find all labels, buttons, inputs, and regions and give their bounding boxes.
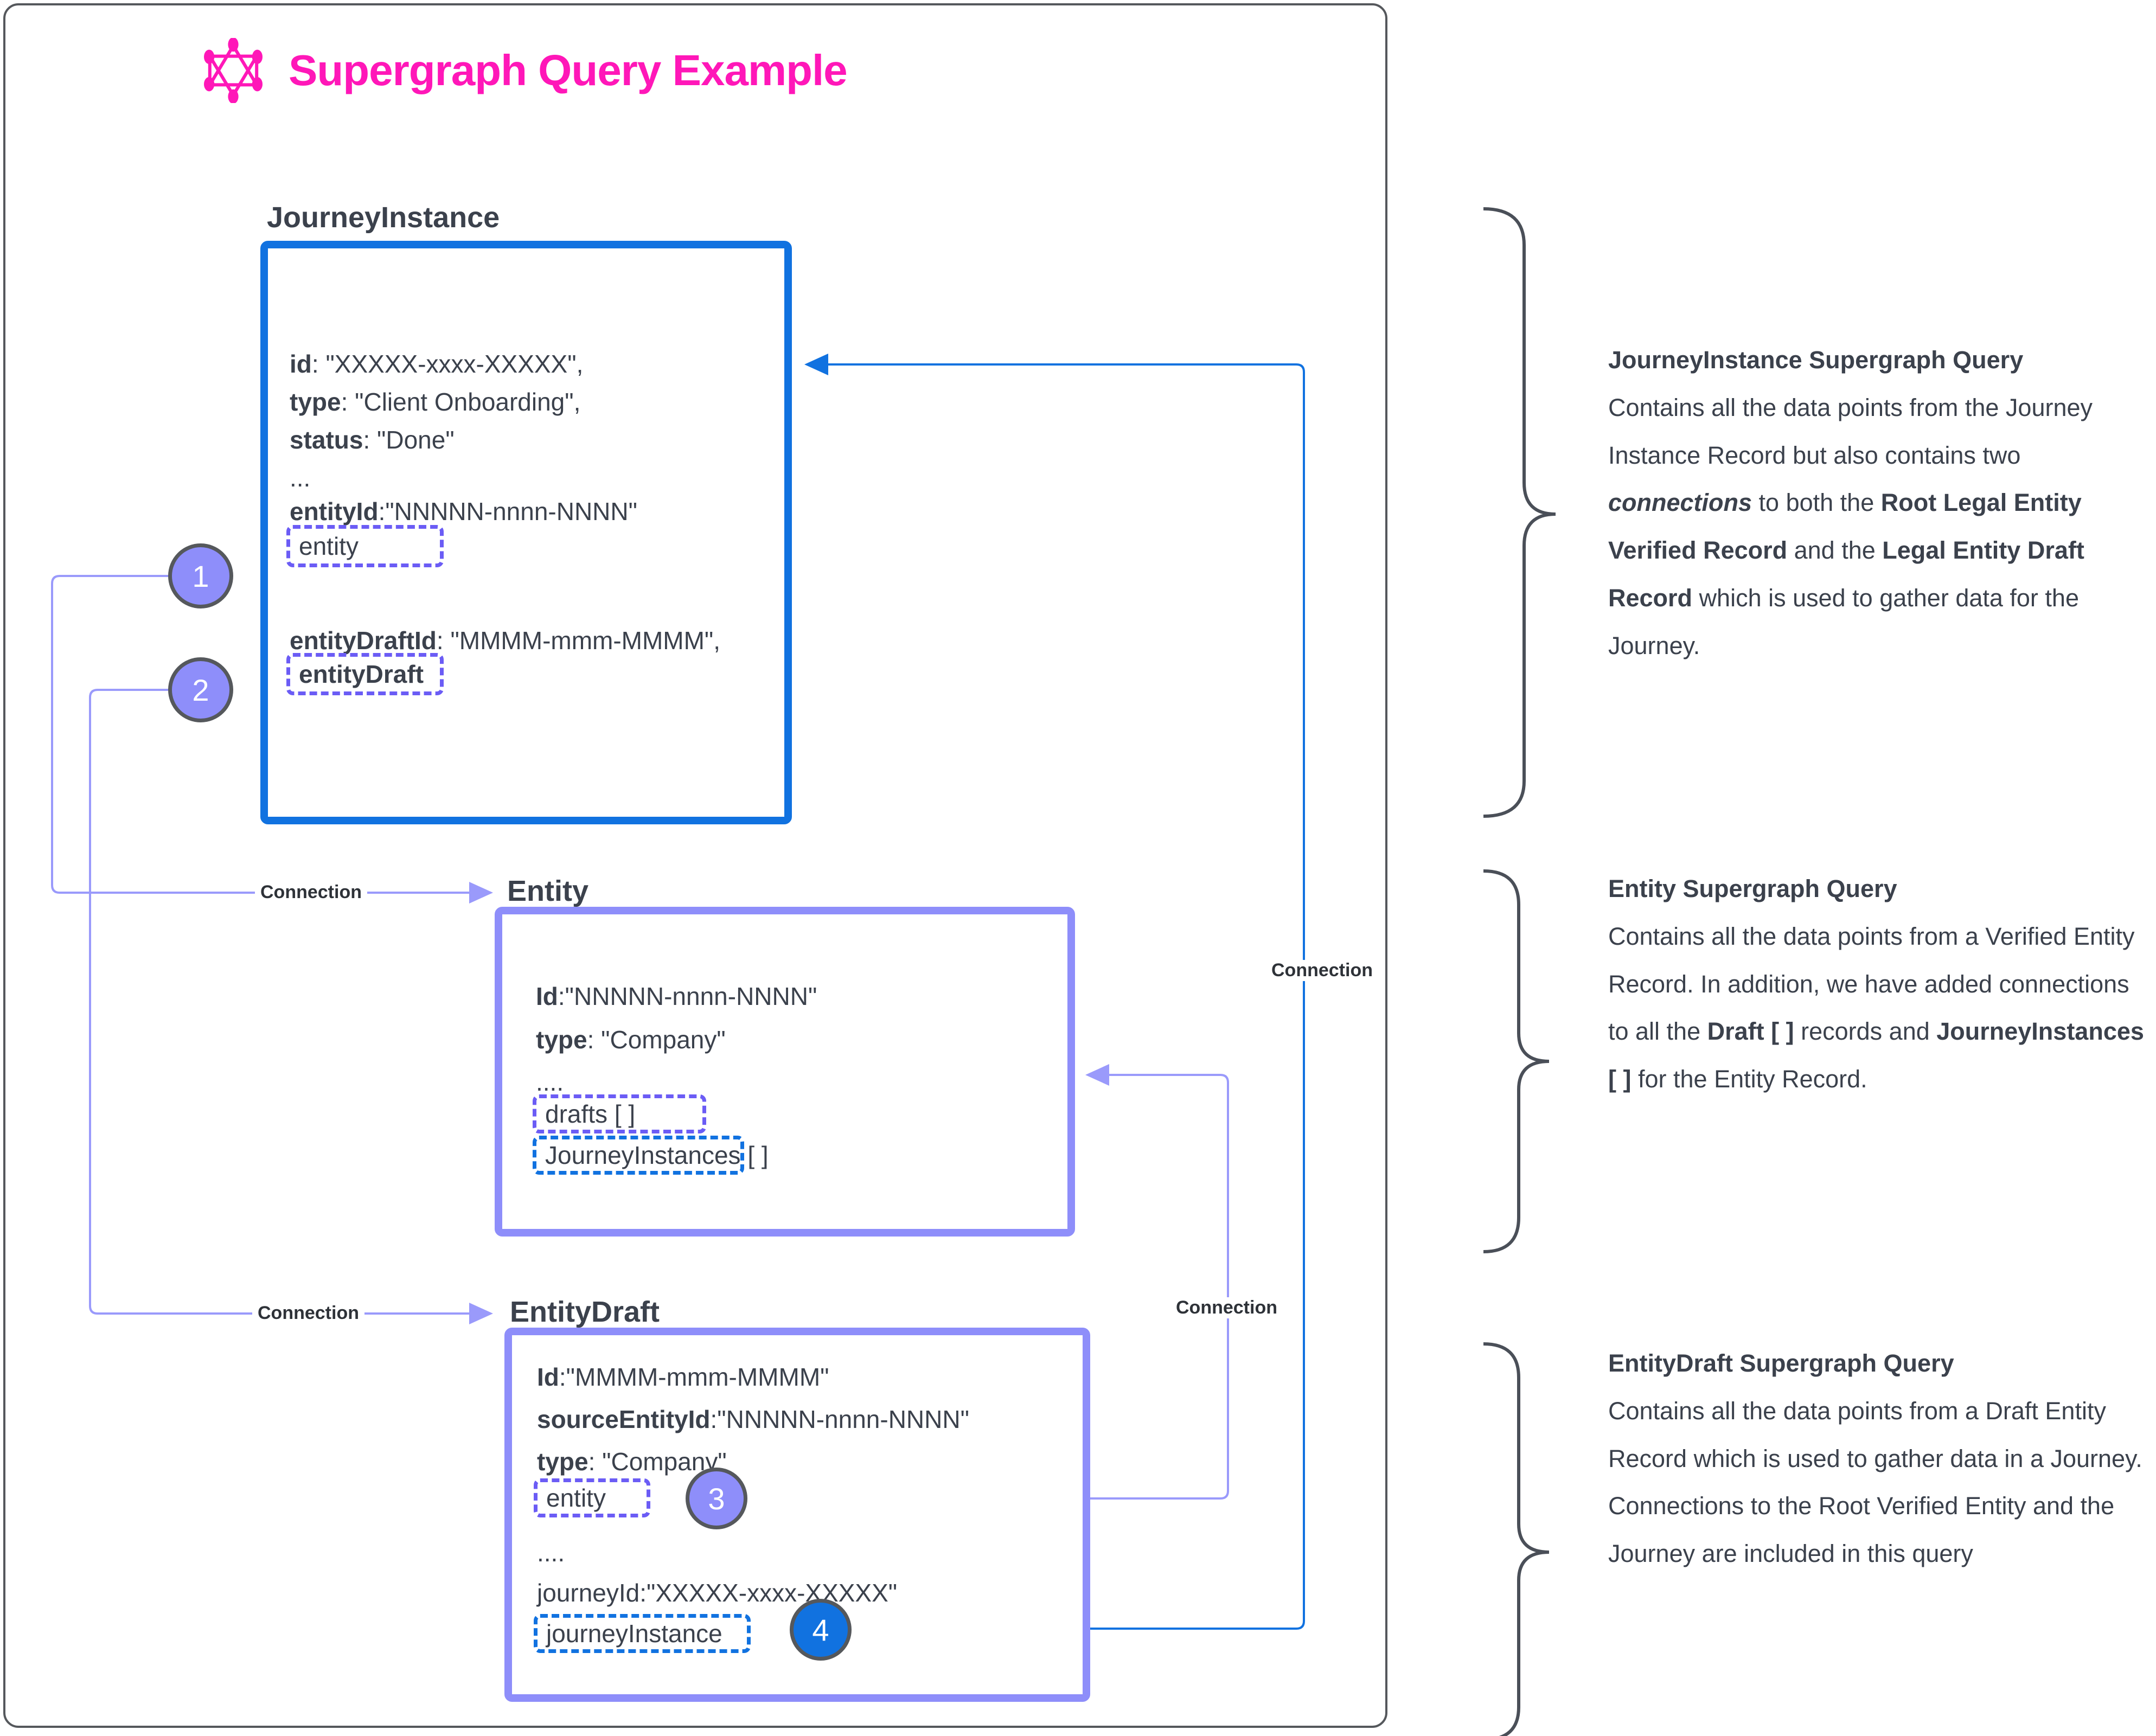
connection-pill-entitydraft[interactable]: entityDraft [286, 653, 444, 695]
field-value: .... [537, 1539, 565, 1567]
description-heading: EntityDraft Supergraph Query [1608, 1349, 1954, 1377]
field-key: id [290, 350, 312, 378]
field-key: type [290, 388, 341, 416]
field-value: : "Client Onboarding", [341, 388, 581, 416]
connector-label-entitydraft: Connection [252, 1303, 364, 1324]
field-value: : "XXXXX-xxxx-XXXXX", [311, 350, 584, 378]
description-body: Contains all the data points from a Veri… [1608, 922, 2144, 1093]
field-value: : "Company" [587, 1026, 726, 1054]
field-value: :"NNNNN-nnnn-NNNN" [378, 497, 637, 526]
description-heading: Entity Supergraph Query [1608, 875, 1897, 902]
brace-journeyinstance [1483, 207, 1556, 818]
field-key: type [537, 1447, 588, 1476]
description-journeyinstance: JourneyInstance Supergraph Query Contain… [1608, 336, 2151, 669]
connection-pill-entity[interactable]: entity [286, 525, 444, 567]
badge-2[interactable]: 2 [168, 657, 233, 722]
field-value: :"NNNNN-nnnn-NNNN" [710, 1405, 969, 1433]
page-title: Supergraph Query Example [201, 38, 848, 103]
card-title-entitydraft: EntityDraft [510, 1296, 660, 1328]
field-value: : "Done" [363, 426, 455, 454]
field-value: :"NNNNN-nnnn-NNNN" [558, 982, 817, 1010]
card-title-entity: Entity [507, 875, 589, 907]
card-journeyinstance: id: "XXXXX-xxxx-XXXXX", type: "Client On… [260, 241, 792, 824]
description-body: Contains all the data points from the Jo… [1608, 393, 2093, 659]
graphql-logo-icon [201, 38, 266, 103]
description-body: Contains all the data points from a Draf… [1608, 1397, 2142, 1567]
card-entity: Id:"NNNNN-nnnn-NNNN" type: "Company" ...… [495, 907, 1075, 1237]
card-title-journeyinstance: JourneyInstance [267, 201, 500, 234]
connection-pill-drafts[interactable]: drafts [ ] [533, 1094, 706, 1133]
field-key: Id [536, 982, 558, 1010]
field-key: entityId [290, 497, 379, 526]
connector-label-entity: Connection [255, 882, 367, 903]
field-key: sourceEntityId [537, 1405, 711, 1433]
field-value: .... [536, 1068, 564, 1096]
brace-entitydraft [1483, 1342, 1550, 1736]
field-value: ... [290, 464, 311, 492]
connection-pill-journeyinstances[interactable]: JourneyInstances [ ] [533, 1136, 769, 1175]
description-entity: Entity Supergraph Query Contains all the… [1608, 865, 2151, 1103]
field-key: type [536, 1026, 587, 1054]
field-key: entityDraftId [290, 626, 437, 655]
field-key: Id [537, 1363, 559, 1391]
connector-label-entity-right: Connection [1170, 1297, 1283, 1318]
brace-entity [1483, 869, 1550, 1253]
badge-3[interactable]: 3 [686, 1468, 747, 1529]
description-entitydraft: EntityDraft Supergraph Query Contains al… [1608, 1340, 2151, 1578]
badge-1[interactable]: 1 [168, 543, 233, 608]
page-title-text: Supergraph Query Example [289, 46, 848, 94]
description-heading: JourneyInstance Supergraph Query [1608, 346, 2024, 374]
badge-4[interactable]: 4 [790, 1599, 852, 1661]
connection-pill-entity-draft[interactable]: entity [534, 1478, 650, 1517]
field-value: :"MMMM-mmm-MMMM" [559, 1363, 829, 1391]
field-value: journeyId:"XXXXX-xxxx-XXXXX" [537, 1579, 898, 1607]
connector-label-journeyinstance-right: Connection [1266, 960, 1378, 981]
field-key: status [290, 426, 363, 454]
connection-pill-journeyinstance[interactable]: journeyInstance [534, 1614, 751, 1653]
field-value: : "MMMM-mmm-MMMM", [436, 626, 721, 655]
